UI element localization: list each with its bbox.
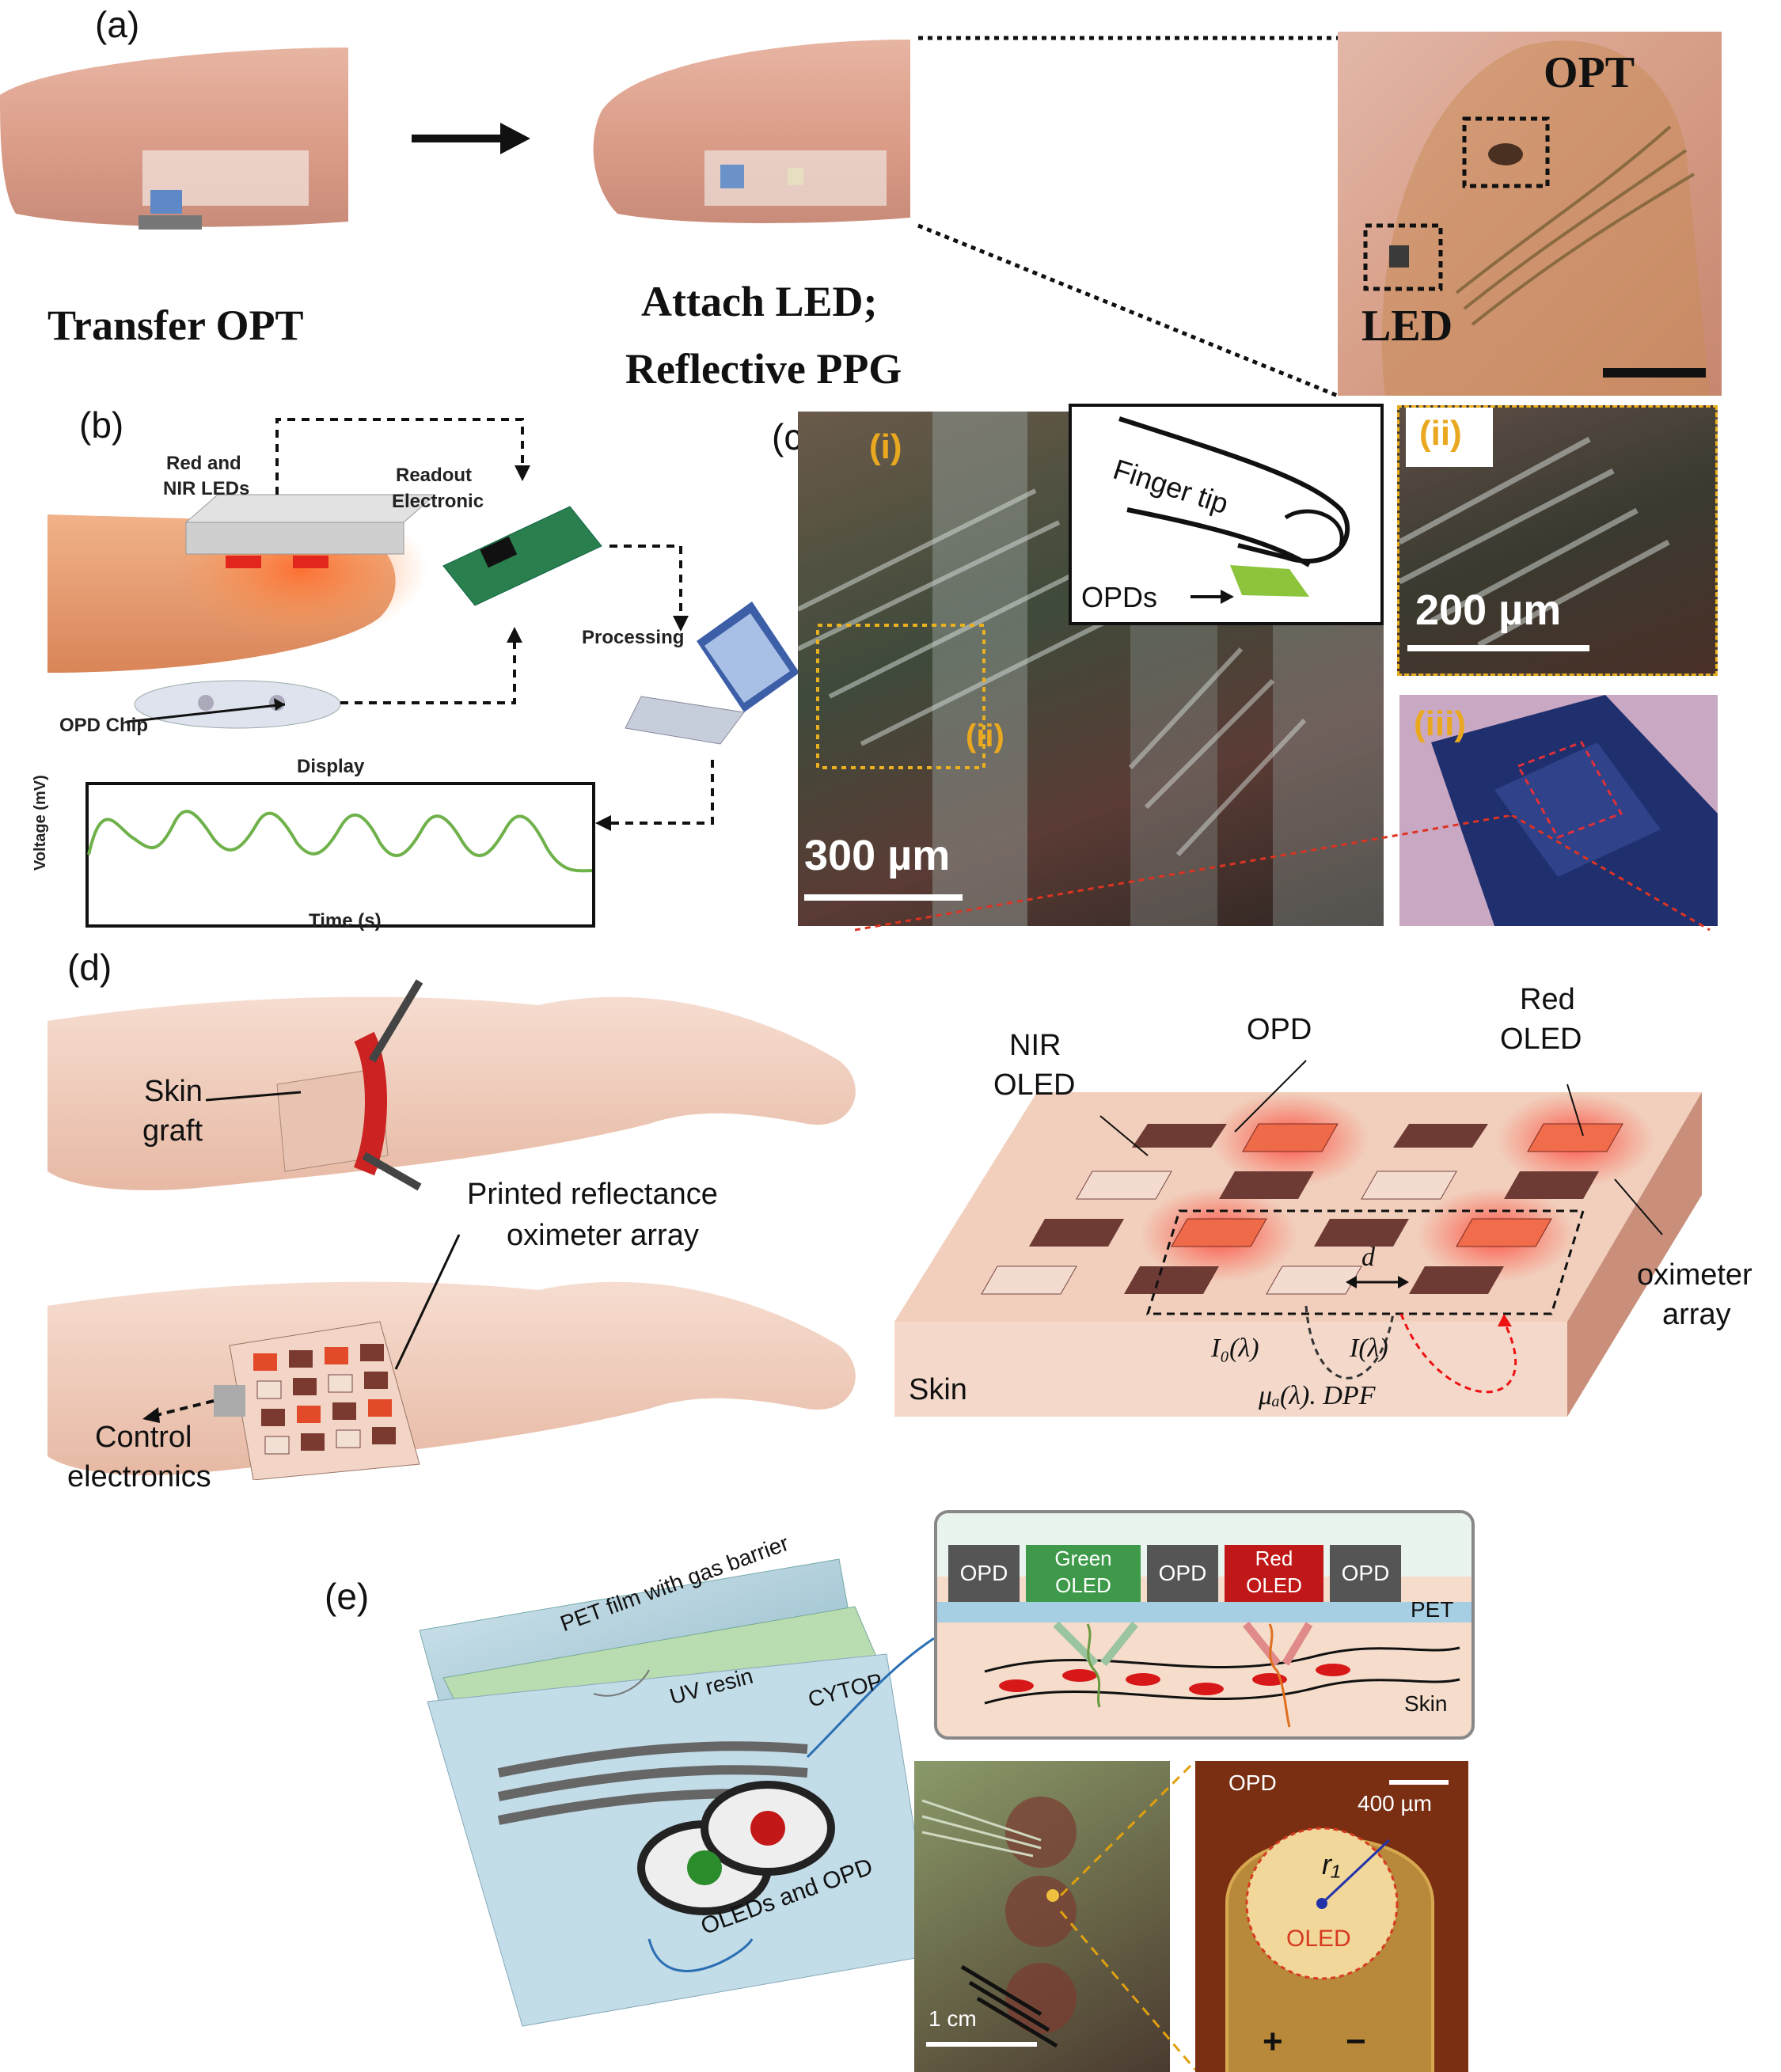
- zoom-lines: [917, 36, 1338, 398]
- stack-green-oled: Green OLED: [1026, 1545, 1141, 1602]
- stack-opd-3: OPD: [1330, 1545, 1401, 1602]
- label-opd-photo: OPD: [1228, 1770, 1277, 1795]
- label-pet: PET: [1411, 1597, 1454, 1622]
- pulse-oximeter-schematic: [47, 418, 799, 928]
- label-electronics: electronics: [67, 1460, 211, 1493]
- label-printed-reflectance: Printed reflectance: [467, 1178, 718, 1211]
- zoom-lines-iii: [855, 815, 1711, 932]
- label-red-leds: Red and: [166, 453, 241, 474]
- label-i0: I₀(λ): [1211, 1334, 1259, 1363]
- label-oled-photo: OLED: [1286, 1926, 1351, 1952]
- panel-a-label: (a): [95, 4, 140, 45]
- label-nir-oled: OLED: [993, 1068, 1076, 1102]
- label-skin: Skin: [144, 1075, 203, 1108]
- oximeter-array-diagram: [894, 1060, 1702, 1417]
- caption-reflective-ppg: Reflective PPG: [625, 345, 902, 393]
- pet-layer: [937, 1602, 1472, 1622]
- tag-iii: (iii): [1414, 704, 1466, 743]
- axis-label-time: Time (s): [309, 910, 382, 932]
- arrow-icon: [412, 123, 530, 154]
- finger-image-middle: [593, 40, 910, 223]
- label-graft: graft: [142, 1114, 203, 1148]
- photo-label-opt: OPT: [1544, 48, 1635, 97]
- label-opd-chip: OPD Chip: [59, 715, 148, 736]
- scale-1cm: 1 cm: [928, 2006, 977, 2031]
- tag-ii: (ii): [1419, 414, 1462, 453]
- minus-icon: −: [1346, 2022, 1366, 2061]
- label-control: Control: [95, 1421, 192, 1454]
- scale-300um: 300 µm: [804, 832, 951, 879]
- panel-d-label: (d): [67, 947, 112, 988]
- arm-illustrations: [47, 979, 856, 1480]
- label-red-oled: OLED: [1500, 1023, 1582, 1056]
- stack-opd-1: OPD: [948, 1545, 1020, 1602]
- label-readout: Readout: [396, 465, 472, 486]
- label-oximeter-array: oximeter array: [507, 1219, 699, 1252]
- label-nir-leds: NIR LEDs: [163, 478, 250, 499]
- label-electronic: Electronic: [392, 491, 484, 512]
- caption-transfer-opt: Transfer OPT: [47, 302, 304, 349]
- label-red: Red: [1520, 983, 1575, 1016]
- zoom-lines-e: [1059, 1761, 1197, 2070]
- panel-b-label: (b): [79, 404, 124, 446]
- tag-i: (i): [869, 427, 902, 466]
- label-mu-dpf: μₐ(λ). DPF: [1259, 1381, 1376, 1410]
- finger-tip-inset: Finger tip OPDs: [1069, 404, 1384, 625]
- finger-photo: OPT LED: [1338, 32, 1722, 396]
- photo-label-led: LED: [1361, 302, 1453, 351]
- finger-image-left: [0, 47, 348, 230]
- device-layers-illustration: [419, 1558, 935, 2027]
- label-array: array: [1662, 1298, 1731, 1331]
- stack-red-oled: Red OLED: [1225, 1545, 1323, 1602]
- label-r1: r₁: [1322, 1848, 1341, 1880]
- label-nir: NIR: [1009, 1029, 1061, 1062]
- axis-label-voltage: Voltage (mV): [32, 775, 49, 871]
- label-i: I(λ): [1350, 1334, 1388, 1363]
- panel-e-label: (e): [325, 1576, 370, 1617]
- label-display: Display: [297, 756, 365, 777]
- plus-icon: +: [1263, 2022, 1283, 2061]
- label-skin-e: Skin: [1404, 1691, 1448, 1716]
- micrograph-iii: (iii): [1399, 695, 1718, 926]
- label-oximeter: oximeter: [1637, 1258, 1753, 1292]
- tag-ii-bg: [1406, 408, 1493, 467]
- oled-micrograph: OPD 400 µm r₁ OLED + −: [1195, 1761, 1468, 2072]
- caption-attach-led: Attach LED;: [641, 278, 878, 325]
- label-opd: OPD: [1247, 1013, 1312, 1046]
- scale-200um: 200 µm: [1415, 586, 1562, 634]
- tag-ii-inner: (ii): [966, 719, 1004, 753]
- label-processing: Processing: [582, 627, 685, 648]
- micrograph-ii: (ii) 200 µm: [1397, 405, 1718, 676]
- cross-section: OPD Green OLED OPD Red OLED OPD PET Skin: [934, 1510, 1475, 1740]
- label-skin-layer: Skin: [909, 1373, 967, 1406]
- scale-400um: 400 µm: [1358, 1791, 1432, 1816]
- label-opds: OPDs: [1081, 581, 1158, 613]
- device-photo: 1 cm: [914, 1761, 1170, 2072]
- label-d: d: [1361, 1243, 1375, 1272]
- stack-opd-2: OPD: [1147, 1545, 1218, 1602]
